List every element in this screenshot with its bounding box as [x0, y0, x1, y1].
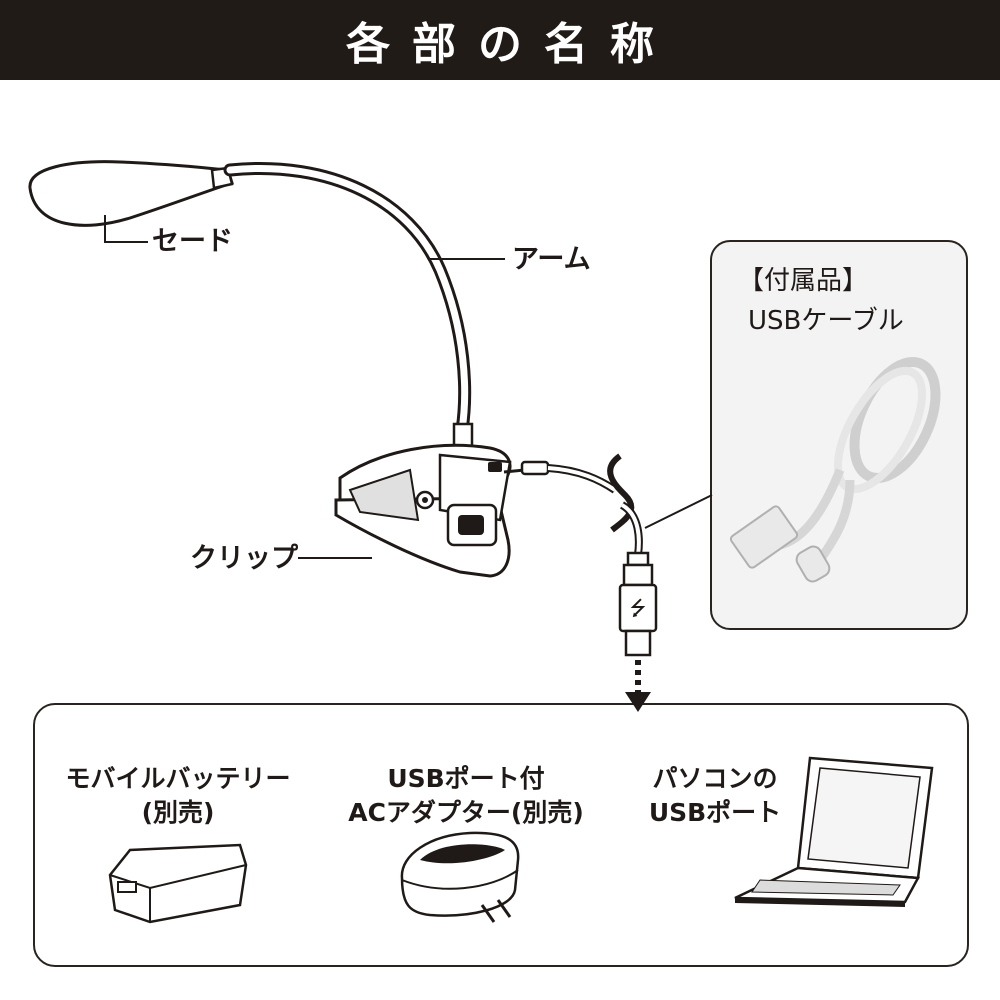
power-source-ac-adapter: USBポート付 ACアダプター(別売) [330, 762, 602, 830]
svg-text:⭍: ⭍ [630, 596, 647, 620]
arm-illustration [223, 162, 474, 448]
page-title: 各部の名称 [346, 19, 676, 70]
mobile-battery-illustration [108, 843, 248, 924]
laptop-illustration [734, 756, 934, 907]
usb-cable-route: ⭍ [503, 453, 713, 712]
title-bar: 各部の名称 [0, 0, 1000, 80]
usb-cable-coil-illustration [729, 357, 941, 583]
power-source-label: モバイルバッテリー [65, 764, 291, 793]
label-arm: アーム [512, 244, 591, 275]
power-source-label: USBポート付 [387, 764, 545, 793]
power-source-pc-usb: パソコンの USBポート [630, 762, 800, 830]
clip-illustration [334, 443, 512, 578]
power-source-note: (別売) [141, 798, 215, 827]
power-source-note: ACアダプター(別売) [348, 798, 584, 827]
power-source-label: パソコンの [652, 764, 778, 793]
accessory-name: USBケーブル [748, 306, 904, 336]
label-shade: セード [152, 226, 233, 257]
label-leaders [104, 215, 505, 559]
shade-illustration [28, 160, 234, 227]
power-source-note: USBポート [648, 798, 782, 827]
ac-adapter-illustration [400, 831, 520, 923]
power-source-mobile-battery: モバイルバッテリー (別売) [50, 762, 306, 830]
accessory-heading: 【付属品】 [738, 266, 869, 296]
label-clip: クリップ [190, 543, 298, 574]
